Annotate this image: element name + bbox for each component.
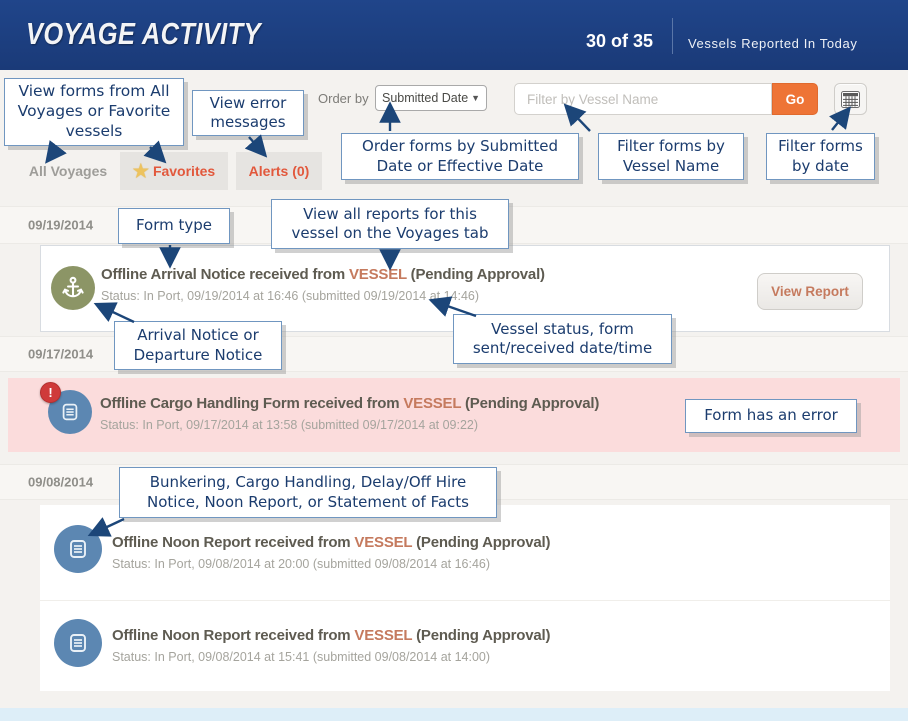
row-title: Offline Noon Report received from VESSEL… [112,627,550,644]
anchor-icon [51,266,95,310]
row-title-suffix: (Pending Approval) [416,534,551,551]
row-title-suffix: (Pending Approval) [410,266,545,283]
order-by-selected-value: Submitted Date [382,91,469,105]
row-title-prefix: Offline Cargo Handling Form received fro… [100,395,400,412]
go-button[interactable]: Go [772,83,818,115]
order-by-select[interactable]: Submitted Date ▼ [375,85,487,111]
tab-alerts-label: Alerts (0) [248,163,310,179]
row-title-prefix: Offline Noon Report received from [112,627,351,644]
order-by-label: Order by [318,91,369,106]
page-bottom-strip [0,708,908,721]
callout-form-type: Form type [118,208,230,244]
vessel-link[interactable]: VESSEL [354,627,413,644]
row-title: Offline Arrival Notice received from VES… [101,266,545,283]
row-title: Offline Cargo Handling Form received fro… [100,395,599,412]
row-status: Status: In Port, 09/08/2014 at 20:00 (su… [112,557,491,571]
calendar-icon [841,90,860,108]
row-title-suffix: (Pending Approval) [416,627,551,644]
vessel-link[interactable]: VESSEL [348,266,407,283]
document-icon [54,619,102,667]
group-date: 09/19/2014 [28,217,94,233]
callout-filter-date: Filter forms by date [766,133,875,180]
row-title: Offline Noon Report received from VESSEL… [112,534,550,551]
vessel-link[interactable]: VESSEL [354,534,413,551]
error-badge-icon: ! [40,382,61,403]
row-status: Status: In Port, 09/08/2014 at 15:41 (su… [112,650,491,664]
vessel-name-filter-input[interactable] [514,83,772,115]
row-title-prefix: Offline Arrival Notice received from [101,266,345,283]
tab-favorites-label: Favorites [152,163,216,179]
row-title-suffix: (Pending Approval) [465,395,600,412]
callout-notice-type: Arrival Notice or Departure Notice [114,321,282,370]
group-date: 09/17/2014 [28,346,94,362]
callout-error-messages: View error messages [192,90,304,136]
row-divider [40,600,890,601]
tab-alerts[interactable]: Alerts (0) [236,152,322,190]
vessels-reported-count: 30 of 35 [585,31,653,51]
callout-order-forms: Order forms by Submitted Date or Effecti… [341,133,579,180]
activity-rows-container: Offline Noon Report received from VESSEL… [40,505,890,691]
vessel-link[interactable]: VESSEL [403,395,462,412]
page-title: VOYAGE ACTIVITY [26,16,261,51]
tab-all-voyages[interactable]: All Voyages [22,152,114,190]
date-filter-button[interactable] [834,83,867,115]
row-status: Status: In Port, 09/17/2014 at 13:58 (su… [100,418,479,432]
chevron-down-icon: ▼ [471,93,480,103]
view-report-button[interactable]: View Report [757,273,863,310]
row-status: Status: In Port, 09/19/2014 at 16:46 (su… [101,289,480,303]
callout-filter-name: Filter forms by Vessel Name [598,133,744,180]
callout-form-error: Form has an error [685,399,857,433]
activity-row-arrival[interactable]: Offline Arrival Notice received from VES… [40,245,890,332]
document-icon [54,525,102,573]
app-header: VOYAGE ACTIVITY 30 of 35 Vessels Reporte… [0,0,908,70]
row-title-prefix: Offline Noon Report received from [112,534,351,551]
star-icon: ★ [132,160,149,181]
tab-favorites[interactable]: ★ Favorites [120,152,228,190]
callout-form-kinds: Bunkering, Cargo Handling, Delay/Off Hir… [119,467,497,518]
vessels-reported-label: Vessels Reported In Today [688,36,858,51]
header-divider [672,18,673,54]
callout-voyages-tab: View all reports for this vessel on the … [271,199,509,249]
tab-all-voyages-label: All Voyages [28,163,108,179]
callout-view-forms: View forms from All Voyages or Favorite … [4,78,184,146]
callout-vessel-status: Vessel status, form sent/received date/t… [453,314,672,364]
group-date: 09/08/2014 [28,474,94,490]
